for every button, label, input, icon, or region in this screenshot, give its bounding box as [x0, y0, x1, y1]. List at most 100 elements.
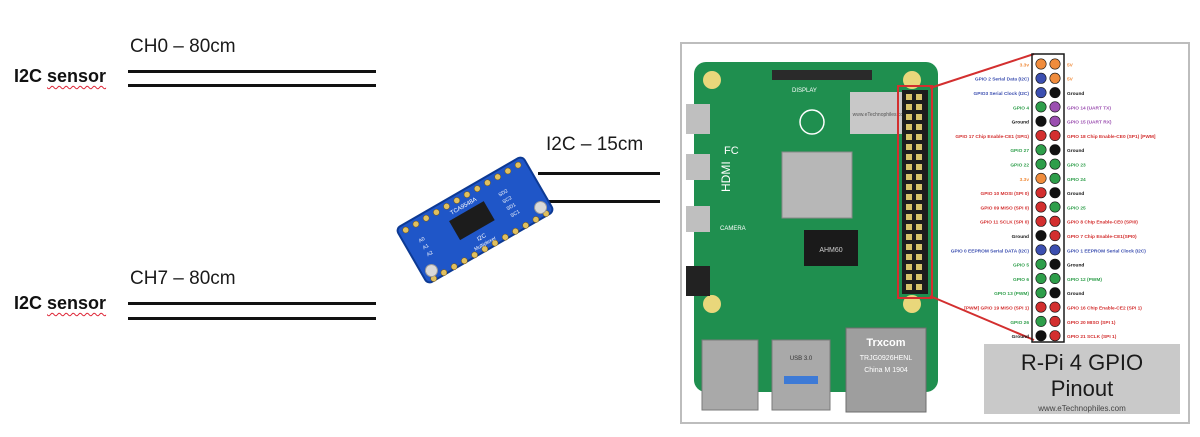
- pin-left-13-dot: [1035, 230, 1047, 242]
- pin-left-6-label: GPIO 17 Chip Enable-CE1 (SPI1): [955, 134, 1029, 140]
- header-pin: [916, 284, 922, 290]
- pi-board: [694, 62, 938, 392]
- header-pin: [906, 224, 912, 230]
- pin-right-17-label: Ground: [1067, 291, 1084, 297]
- header-pin: [916, 234, 922, 240]
- header-pin: [906, 164, 912, 170]
- pin-right-16-label: GPIO 12 (PWM): [1067, 277, 1102, 283]
- pi-usbc-port: [686, 104, 710, 134]
- pinout-column-box: [1031, 53, 1065, 343]
- header-pin: [916, 184, 922, 190]
- pi-gpio-header: [902, 90, 928, 294]
- pin-left-8-label: GPIO 22: [1010, 163, 1029, 169]
- pin-left-2-dot: [1035, 72, 1047, 84]
- pin-right-11-label: GPIO 25: [1067, 205, 1086, 211]
- pinout-title-line2: Pinout: [1051, 376, 1113, 401]
- pinout-arrow-bottom: [929, 295, 1035, 341]
- pin-left-10-dot: [1035, 187, 1047, 199]
- header-pin: [916, 224, 922, 230]
- header-pin: [906, 94, 912, 100]
- ch0-label: CH0 – 80cm: [130, 36, 236, 57]
- pi-gpio-header-pins: [906, 94, 922, 290]
- ch7-wire-2: [128, 317, 376, 320]
- header-pin: [916, 174, 922, 180]
- pin-left-5-label: Ground: [1012, 120, 1029, 126]
- pin-right-15-label: Ground: [1067, 263, 1084, 269]
- mux-pin-hole: [450, 263, 458, 270]
- header-pin: [916, 274, 922, 280]
- pi-usb3-port: [771, 339, 831, 411]
- header-pin: [906, 184, 912, 190]
- pin-right-5-dot: [1049, 115, 1061, 127]
- header-pin: [906, 264, 912, 270]
- pin-left-5-dot: [1035, 115, 1047, 127]
- pin-right-12-label: GPIO 8 Chip Enable-CE0 (SPI0): [1067, 220, 1138, 226]
- header-pin: [916, 124, 922, 130]
- pi-display-connector: [772, 70, 872, 80]
- mux-pin-hole: [473, 185, 481, 192]
- mux-mount-hole-right: [534, 201, 548, 215]
- pin-right-1-dot: [1049, 58, 1061, 70]
- mux-pin-hole: [522, 222, 529, 229]
- header-pin: [906, 204, 912, 210]
- pin-right-17-dot: [1049, 287, 1061, 299]
- header-pin: [906, 134, 912, 140]
- pi-ram-chip: [804, 230, 858, 266]
- mux-pin-hole: [443, 203, 450, 210]
- mux-pin-hole: [504, 167, 512, 175]
- pin-right-18-dot: [1049, 301, 1061, 313]
- ch7-sensor-word-i2c: I2C: [14, 293, 43, 313]
- header-pin: [916, 144, 922, 150]
- mux-pin-hole: [514, 161, 522, 169]
- bus-wire-2: [538, 200, 660, 203]
- pin-right-3-dot: [1049, 87, 1061, 99]
- mux-board: TCA9548A I2C Multiplexer A0 A1 A2 SD2 SC…: [396, 156, 554, 284]
- mux-pin-hole: [512, 228, 519, 235]
- header-pin: [916, 134, 922, 140]
- header-pin: [916, 94, 922, 100]
- pin-left-19-label: GPIO 26: [1010, 320, 1029, 326]
- pi-wifi-module: [850, 92, 910, 134]
- header-pin: [916, 254, 922, 260]
- mux-pins-top: [402, 161, 522, 234]
- header-pin: [906, 244, 912, 250]
- header-pin: [906, 214, 912, 220]
- pi-pinout-figure: DISPLAY HDMI FC CAMERA www.eTechnophiles…: [680, 42, 1190, 424]
- pi-audio-jack: [686, 266, 710, 296]
- pi-silk-hdmi: HDMI: [719, 161, 733, 192]
- mux-pin-hole: [494, 173, 501, 181]
- mux-pin-hole: [453, 197, 461, 204]
- header-pin: [916, 244, 922, 250]
- header-pin: [906, 174, 912, 180]
- raspberry-logo-icon: [799, 109, 825, 135]
- pin-right-20-dot: [1049, 330, 1061, 342]
- header-pin: [916, 164, 922, 170]
- mux-label-a2: A2: [426, 250, 434, 258]
- pin-right-20-label: GPIO 21 SCLK (SPI 1): [1067, 334, 1117, 340]
- pin-right-15-dot: [1049, 258, 1061, 270]
- pin-left-15-label: GPIO 5: [1013, 263, 1029, 269]
- pin-left-9-dot: [1035, 172, 1047, 184]
- pinout-title-box: [984, 344, 1180, 414]
- pin-left-16-dot: [1035, 273, 1047, 285]
- mux-pin-hole: [484, 179, 491, 187]
- header-pin: [906, 254, 912, 260]
- mux-label-sc1: SC1: [510, 209, 522, 219]
- mux-pin-hole: [461, 257, 468, 265]
- pin-right-3-label: Ground: [1067, 91, 1084, 97]
- header-pin: [906, 154, 912, 160]
- pi-mount-hole-tl: [703, 71, 721, 89]
- pi-silk-usb: USB 3.0: [790, 356, 813, 362]
- pi-usb3-blue-tab: [784, 376, 818, 384]
- pin-left-8-dot: [1035, 158, 1047, 170]
- pin-left-20-dot: [1035, 330, 1047, 342]
- pin-left-1-dot: [1035, 58, 1047, 70]
- pin-left-19-dot: [1035, 315, 1047, 327]
- header-pin: [906, 104, 912, 110]
- header-pin: [916, 214, 922, 220]
- pi-soc: [781, 151, 853, 219]
- mux-label-a1: A1: [422, 243, 430, 251]
- mux-pin-hole: [481, 245, 489, 253]
- ch0-wire-1: [128, 70, 376, 73]
- mux-chip: [449, 201, 495, 241]
